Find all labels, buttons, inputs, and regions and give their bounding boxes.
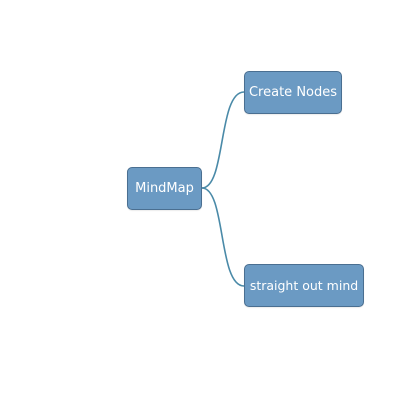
child-node-label: straight out mind (249, 278, 359, 293)
connector-root-to-create-nodes (201, 91, 245, 189)
root-node-label: MindMap (135, 181, 194, 196)
root-node[interactable]: MindMap (127, 167, 202, 210)
child-node-label: Create Nodes (248, 85, 338, 100)
connector-root-to-straight-out-mind (201, 187, 245, 287)
child-node-straight-out-mind[interactable]: straight out mind (244, 264, 364, 307)
child-node-create-nodes[interactable]: Create Nodes (244, 71, 342, 114)
